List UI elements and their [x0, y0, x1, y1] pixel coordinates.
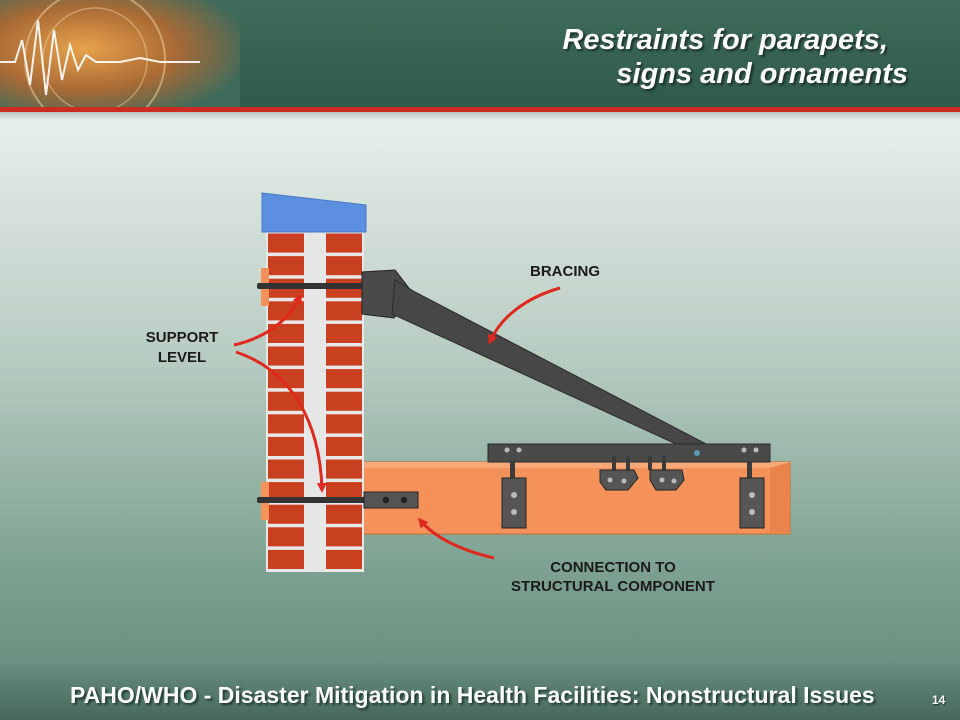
- arrow-bracing: [488, 286, 561, 345]
- brick: [326, 504, 362, 524]
- footer-text: PAHO/WHO - Disaster Mitigation in Health…: [70, 682, 875, 708]
- header-rule-shadow: [0, 112, 960, 120]
- diagonal-brace: [391, 279, 713, 456]
- brick: [268, 482, 304, 502]
- page-number: 14: [932, 693, 946, 707]
- brick: [326, 436, 362, 456]
- brick: [326, 459, 362, 479]
- brick: [268, 436, 304, 456]
- brick: [268, 256, 304, 276]
- label-connection-2: STRUCTURAL COMPONENT: [511, 578, 715, 595]
- label-support-level-2: LEVEL: [158, 349, 206, 366]
- brick: [268, 414, 304, 434]
- through-bolt-bottom: [257, 497, 367, 503]
- brick: [326, 346, 362, 366]
- brick: [326, 414, 362, 434]
- brick: [268, 346, 304, 366]
- through-bolt-top: [257, 283, 367, 289]
- brick: [326, 391, 362, 411]
- brick: [268, 549, 304, 569]
- slide-title-line-2: signs and ornaments: [616, 58, 908, 90]
- slide-title-line-1: Restraints for parapets,: [562, 24, 888, 56]
- arrow-support-bottom: [235, 350, 327, 493]
- brick: [326, 369, 362, 389]
- brick: [268, 527, 304, 547]
- arrow-support-top: [233, 293, 302, 347]
- brick: [326, 549, 362, 569]
- label-connection-1: CONNECTION TO: [550, 559, 676, 576]
- bottom-connector: [363, 491, 419, 509]
- brick: [268, 323, 304, 343]
- brick: [326, 301, 362, 321]
- beam-clip-right: [739, 462, 765, 529]
- brick: [326, 323, 362, 343]
- label-support-level-1: SUPPORT: [146, 329, 219, 346]
- parapet-cap: [261, 192, 367, 233]
- label-bracing: BRACING: [530, 263, 600, 280]
- brick: [326, 256, 362, 276]
- beam-clip-middle: [599, 456, 685, 491]
- beam-clip-left: [501, 462, 527, 529]
- brick: [268, 459, 304, 479]
- brick: [326, 233, 362, 253]
- brick: [326, 527, 362, 547]
- arrow-connection: [418, 517, 495, 560]
- slide-header: [0, 0, 960, 108]
- structural-beam: [359, 461, 791, 535]
- brick: [268, 504, 304, 524]
- header-accent-rule: [0, 107, 960, 112]
- brick: [326, 482, 362, 502]
- brick: [268, 233, 304, 253]
- paho-logo-watermark: [0, 0, 240, 108]
- footer-bar: [0, 662, 960, 720]
- beam-top-rail: [487, 443, 771, 463]
